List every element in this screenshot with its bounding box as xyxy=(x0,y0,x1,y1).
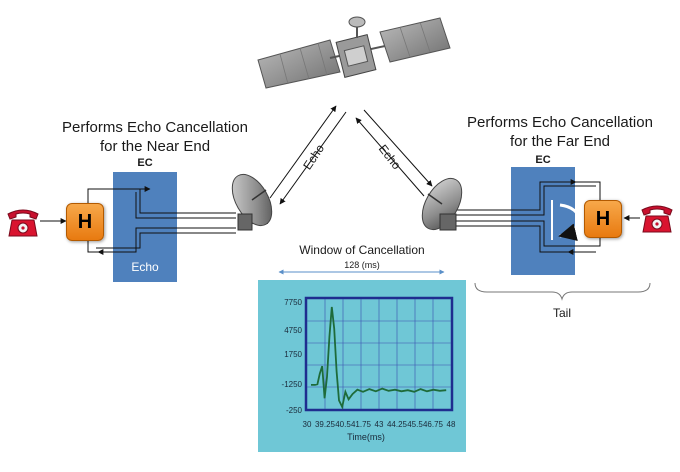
far-end-wiring xyxy=(455,179,640,255)
scope-grid xyxy=(307,299,451,409)
hybrid-near: H xyxy=(66,203,104,241)
scope-x-tick-label: 30 xyxy=(303,420,312,429)
scope-x-tick-label: 46.75 xyxy=(423,420,444,429)
near-end-wiring xyxy=(40,186,236,255)
scope-x-tick-label: 44.25 xyxy=(387,420,408,429)
scope-x-tick-label: 40.5 xyxy=(335,420,351,429)
window-span-label: 128 (ms) xyxy=(344,260,380,270)
telephone-far-icon xyxy=(641,205,673,233)
scope-y-tick-label: 4750 xyxy=(284,326,302,335)
satellite-dish-left-icon xyxy=(231,173,273,231)
scope-panel xyxy=(258,280,466,452)
scope-x-tick-label: 39.25 xyxy=(315,420,336,429)
scope-y-tick-label: 1750 xyxy=(284,350,302,359)
telephone-near-icon xyxy=(7,209,39,237)
far-end-title-line1: Performs Echo Cancellation xyxy=(467,114,653,131)
scope-x-label: Time(ms) xyxy=(347,432,385,442)
near-end-title-line1: Performs Echo Cancellation xyxy=(62,119,248,136)
near-end-title-line2: for the Near End xyxy=(99,138,211,155)
satellite-dish-right-icon xyxy=(421,177,463,231)
scope-x-tick-label: 43 xyxy=(375,420,384,429)
scope-y-tick-label: 7750 xyxy=(284,298,302,307)
scope-x-tick-label: 45.5 xyxy=(407,420,423,429)
echo-cancel-arrow xyxy=(558,203,581,241)
far-ec-label: EC xyxy=(535,154,551,166)
tail-brace xyxy=(474,282,651,301)
scope-frame xyxy=(304,296,454,412)
scope-y-tick-label: -250 xyxy=(286,406,303,415)
scope-trace xyxy=(311,306,447,410)
window-title: Window of Cancellation xyxy=(299,243,425,257)
scope-y-tick-label: -1250 xyxy=(282,380,303,389)
scope-y-ticks: 7750 4750 1750 -1250 -250 xyxy=(282,298,303,415)
scope-x-tick-label: 41.75 xyxy=(351,420,372,429)
uplink-left xyxy=(269,105,347,205)
hybrid-far: H xyxy=(584,200,622,238)
tail-label: Tail xyxy=(552,306,571,320)
far-end-title-line2: for the Far End xyxy=(509,133,611,150)
uplink-right xyxy=(355,109,433,197)
near-ec-label: EC xyxy=(137,157,153,169)
near-echo-label: Echo xyxy=(131,260,159,274)
satellite-icon xyxy=(257,16,451,89)
scope-x-tick-label: 48 xyxy=(447,420,456,429)
